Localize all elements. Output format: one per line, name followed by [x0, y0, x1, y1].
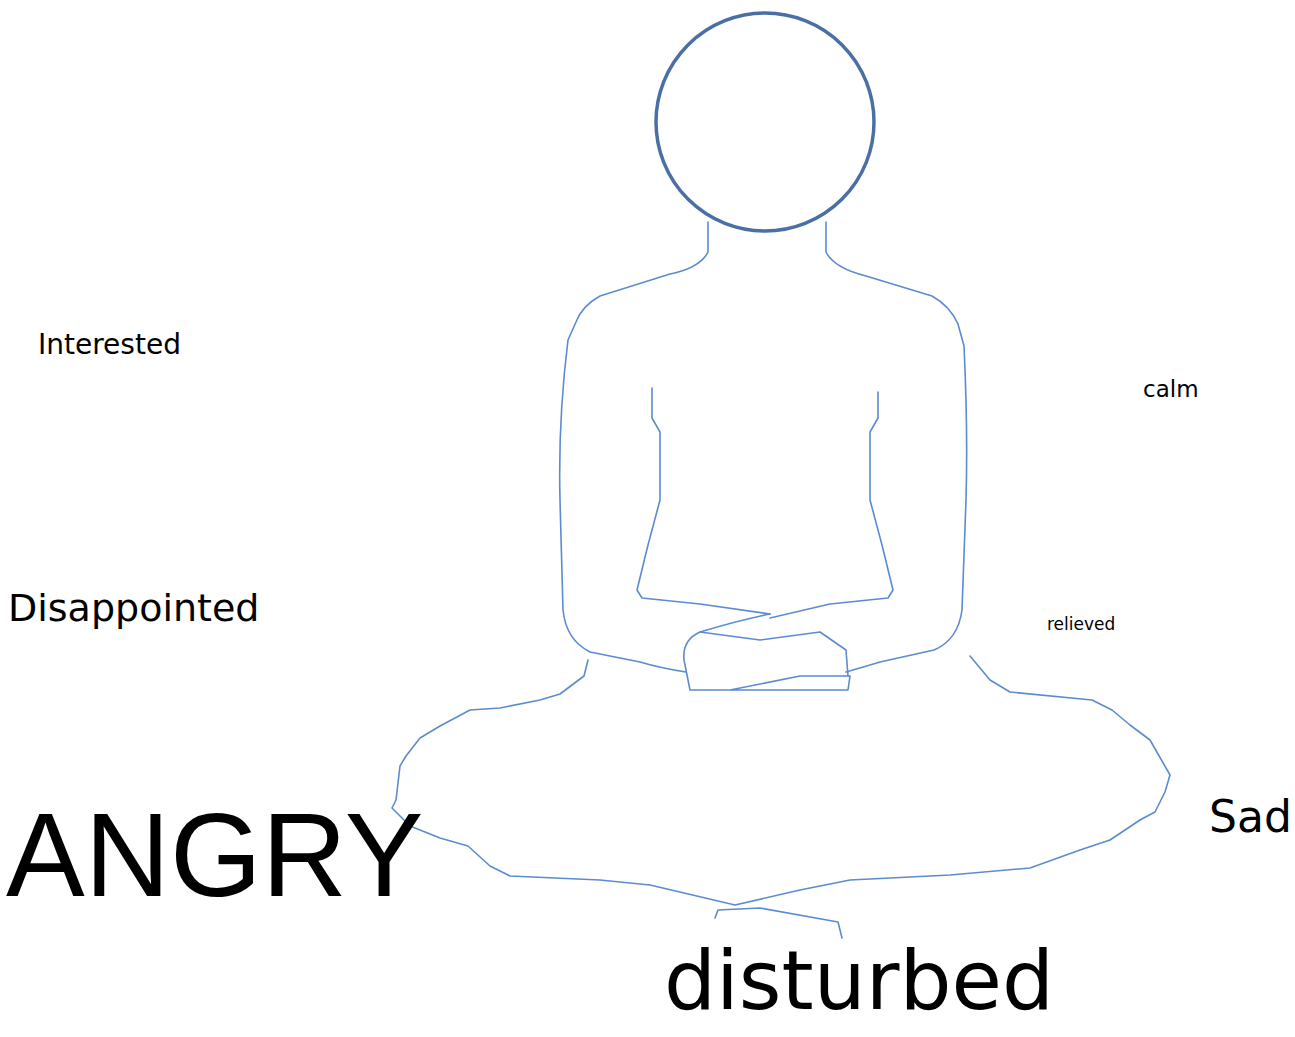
crossed-legs	[392, 656, 1170, 905]
emotion-word: calm	[1143, 378, 1199, 401]
body-outline-left	[560, 222, 708, 672]
emotion-word: Interested	[38, 331, 181, 359]
emotion-word: disturbed	[664, 940, 1054, 1022]
hands-back	[700, 632, 848, 676]
inner-arm-right	[770, 392, 893, 618]
emotion-word: ANGRY	[6, 796, 424, 914]
head-circle	[656, 13, 874, 231]
emotion-word: Sad	[1209, 795, 1292, 839]
body-outline-right	[826, 222, 967, 672]
crossed-feet	[715, 908, 842, 938]
hands-front	[684, 614, 850, 690]
inner-arm-left	[637, 388, 770, 614]
emotion-word: relieved	[1047, 616, 1115, 633]
emotion-word: Disappointed	[8, 589, 259, 627]
